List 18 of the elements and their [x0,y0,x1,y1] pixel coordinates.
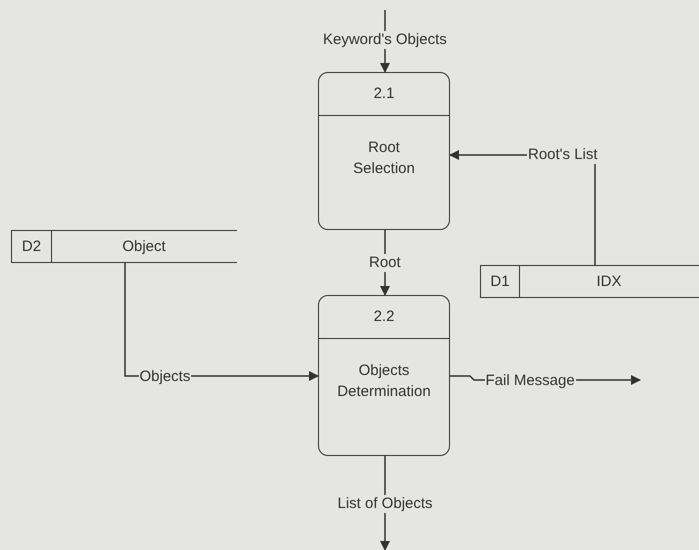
edge-label: List of Objects [336,495,434,513]
process-box [318,295,450,456]
edge-label: Objects [138,368,192,386]
edge-label: Root [368,254,402,272]
process-number: 2.1 [374,85,394,102]
process-name: Root Selection [352,138,416,179]
store-name: IDX [596,273,622,290]
data-store [11,230,237,263]
data-store [480,265,699,298]
process-name: Objects Determination [336,361,432,402]
edge-label: Root's List [527,146,599,164]
store-id: D2 [22,238,42,255]
edge-label: Fail Message [484,372,576,390]
process-box [318,72,450,230]
store-id: D1 [490,273,510,290]
store-name: Object [122,238,166,255]
process-number: 2.2 [374,308,394,325]
edge-label: Keyword's Objects [322,31,448,49]
